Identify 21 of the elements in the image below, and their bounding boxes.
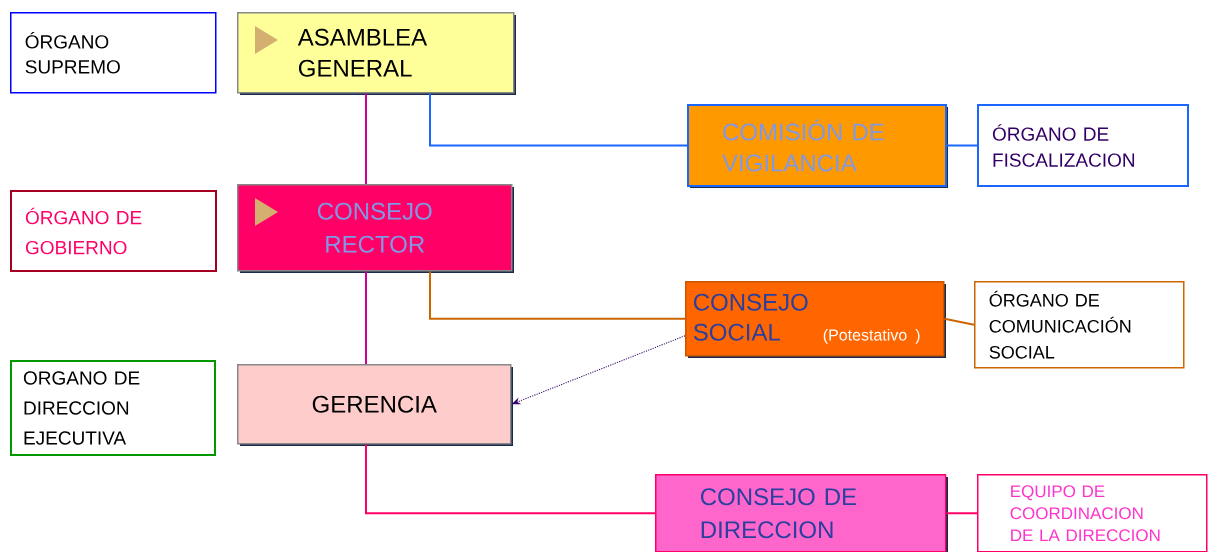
- category-box: ÓRGANO DE FISCALIZACION: [977, 104, 1189, 187]
- category-box: ORGANO DE DIRECCION EJECUTIVA: [10, 360, 216, 456]
- category-box: ÓRGANO DE GOBIERNO: [10, 190, 217, 272]
- connector-line: [945, 512, 978, 515]
- org-box: CONSEJO SOCIAL (Potestativo ): [685, 281, 946, 358]
- connector-line: [946, 144, 978, 147]
- org-box: GERENCIA: [237, 364, 513, 446]
- org-box: CONSEJO DE DIRECCION: [655, 474, 948, 552]
- category-box: ÓRGANO SUPREMO: [10, 12, 217, 94]
- org-box: COMISIÓN DE VIGILANCIA: [687, 104, 948, 188]
- connector-line: [943, 317, 975, 326]
- org-box: CONSEJO RECTOR: [237, 184, 514, 273]
- connector-line: [429, 92, 688, 147]
- category-box: EQUIPO DE COORDINACION DE LA DIRECCION: [977, 474, 1208, 552]
- category-box: ÓRGANO DE COMUNICACIÓN SOCIAL: [974, 281, 1185, 369]
- connector-line: [365, 92, 367, 185]
- connector-line: [429, 270, 686, 320]
- org-box: ASAMBLEA GENERAL: [237, 12, 516, 95]
- connector-line: [365, 443, 656, 515]
- connector-line: [365, 270, 367, 365]
- dotted-arrow: [512, 335, 686, 405]
